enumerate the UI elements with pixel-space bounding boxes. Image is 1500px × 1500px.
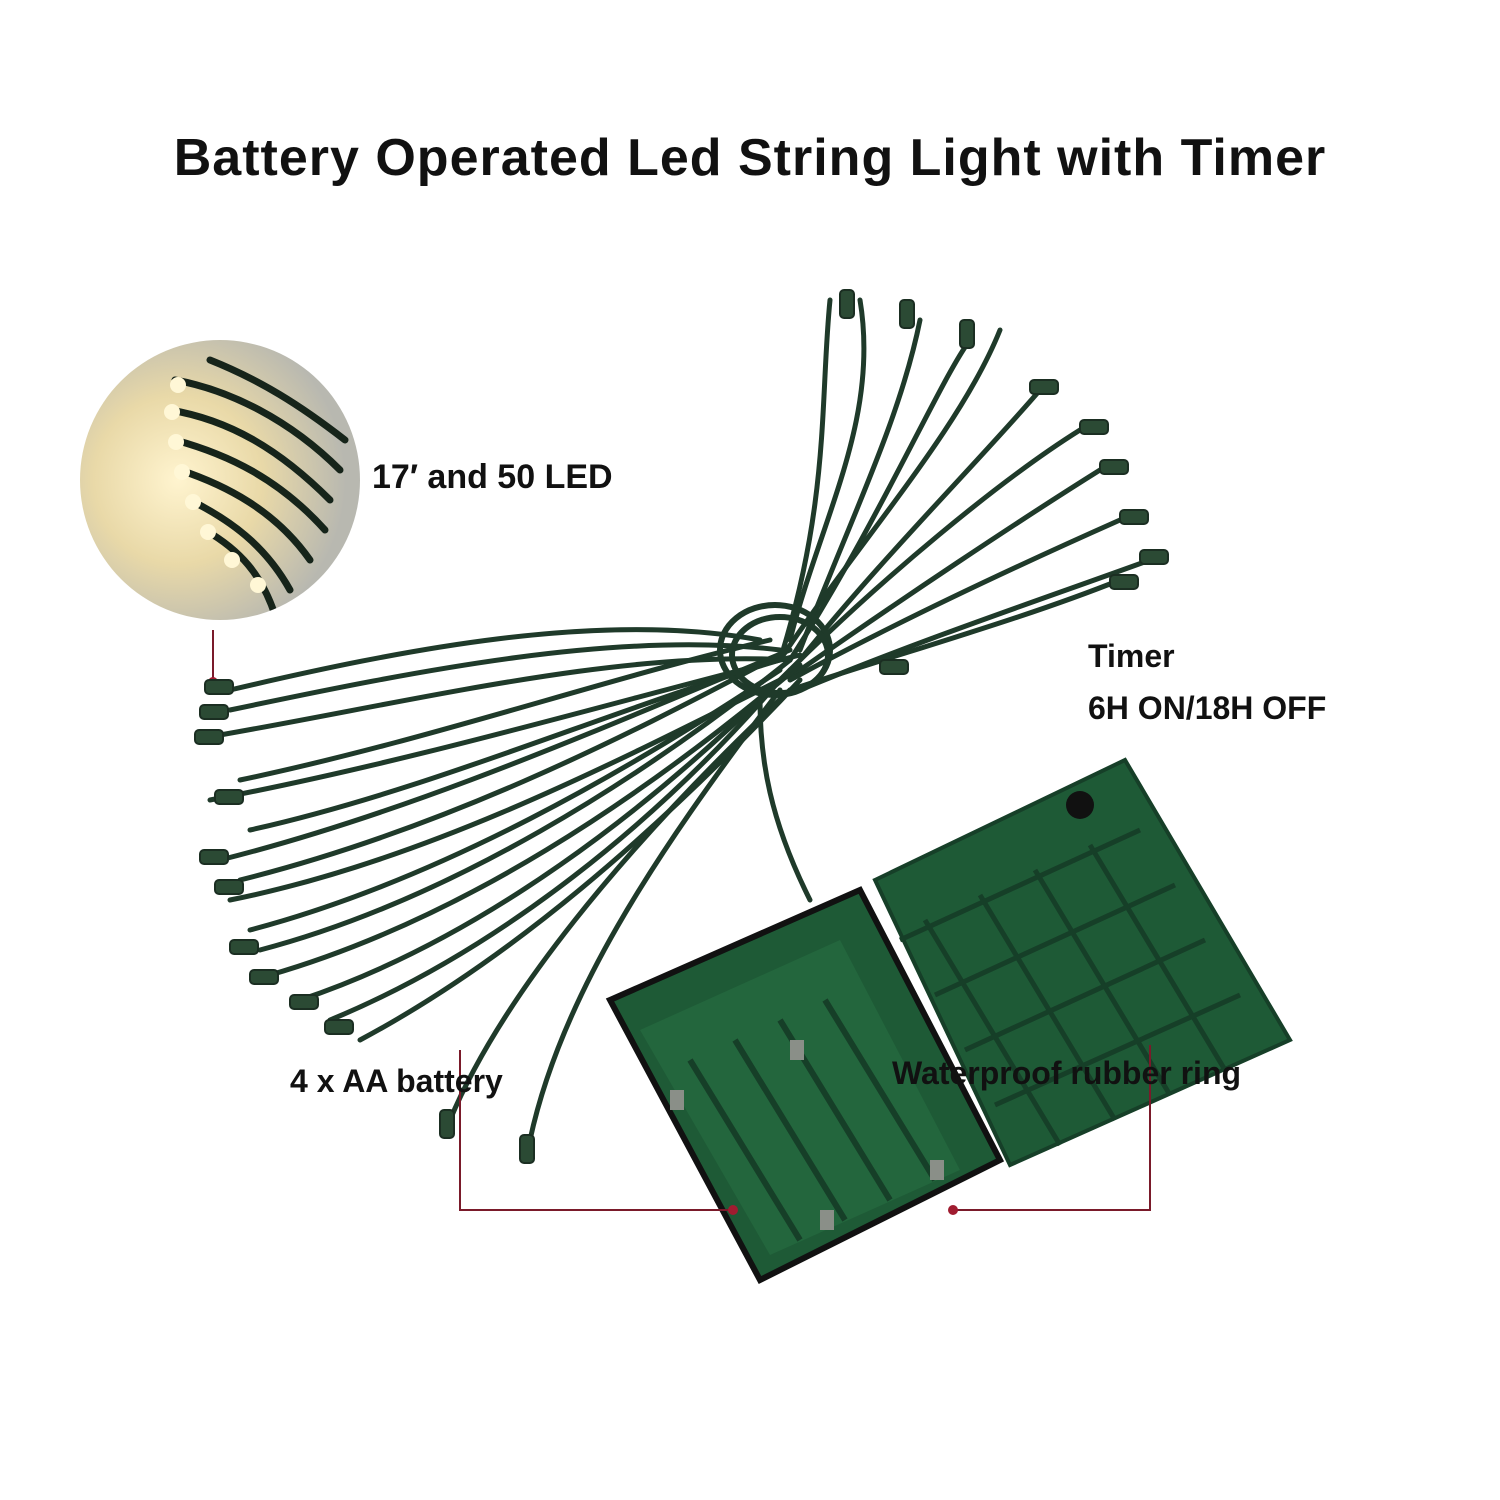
- lit-led-inset: [80, 340, 360, 620]
- battery-box: [605, 886, 1005, 1284]
- timer-schedule: 6H ON/18H OFF: [1088, 690, 1327, 726]
- battery-label: 4 x AA battery: [290, 1063, 503, 1099]
- wire-coil: [717, 602, 833, 698]
- wire-bundle: [207, 297, 1153, 1143]
- length-label: 17′ and 50 LED: [372, 458, 613, 496]
- battery-callout-dot: [728, 1205, 738, 1215]
- timer-info: Timer 6H ON/18H OFF: [1088, 630, 1326, 734]
- battery-box-lid: [872, 757, 1293, 1168]
- page-title: Battery Operated Led String Light with T…: [173, 129, 1327, 187]
- ring-callout-dot: [948, 1205, 958, 1215]
- led-bulbs: [194, 289, 1169, 1164]
- timer-label: Timer: [1088, 638, 1175, 674]
- ring-label: Waterproof rubber ring: [892, 1055, 1242, 1091]
- timer-button-icon: [1066, 791, 1094, 819]
- ring-callout-line: [955, 1045, 1151, 1211]
- battery-callout-line: [459, 1050, 730, 1211]
